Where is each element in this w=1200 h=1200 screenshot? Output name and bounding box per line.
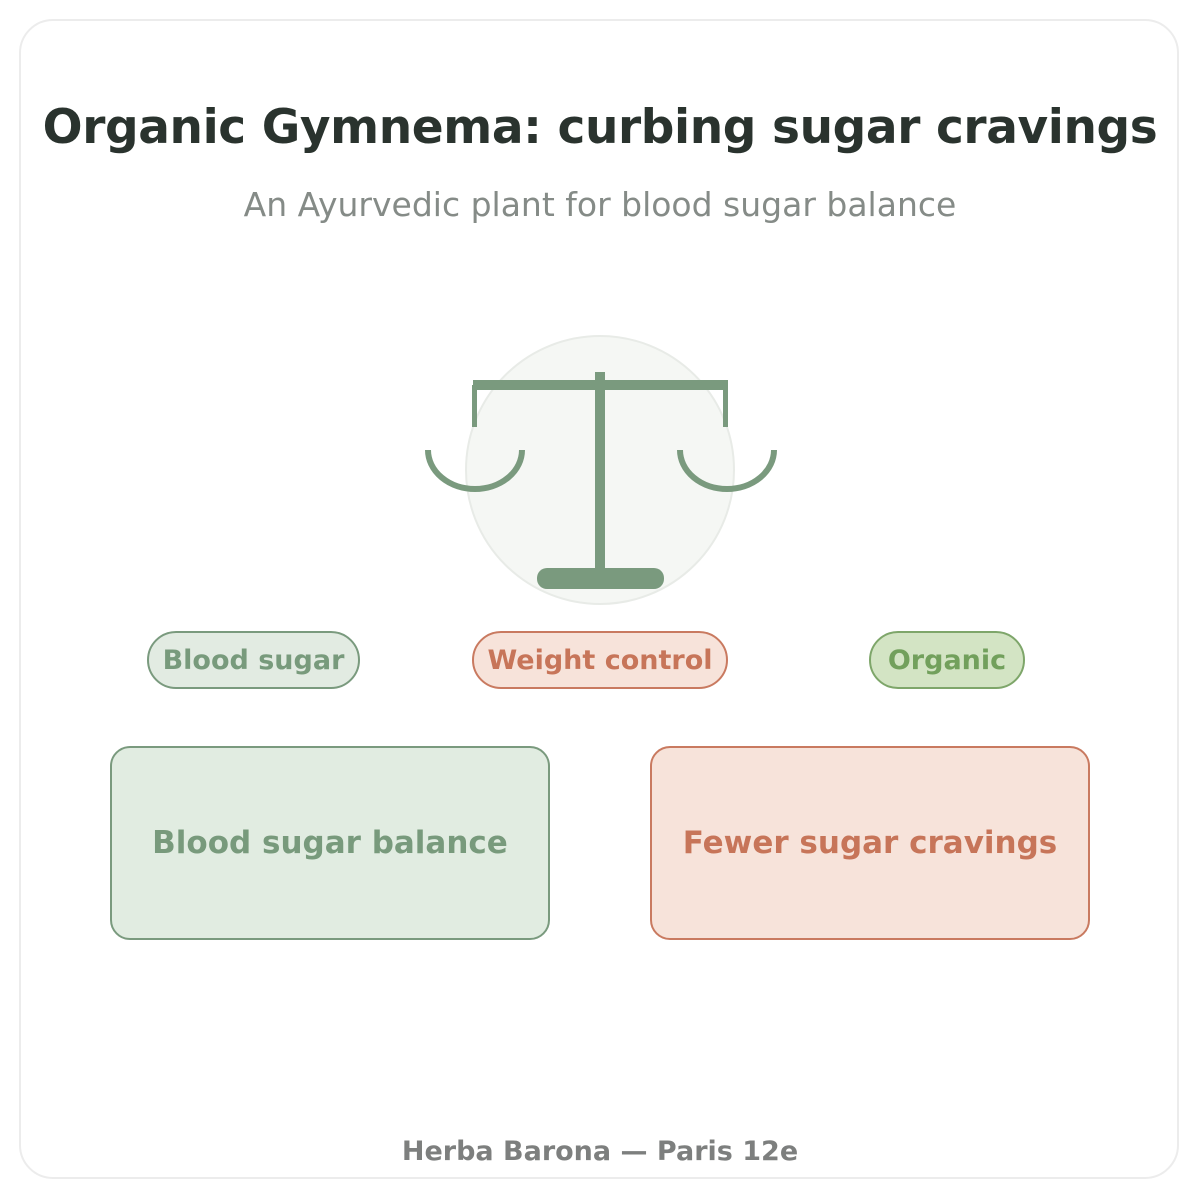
footer-brand: Herba Barona — Paris 12e bbox=[401, 1136, 799, 1167]
scale-pillar-top bbox=[595, 372, 605, 382]
benefit-blood-sugar-balance: Blood sugar balance bbox=[110, 746, 550, 940]
scale-right-pan bbox=[677, 449, 777, 492]
scale-base bbox=[537, 568, 664, 589]
page-subtitle: An Ayurvedic plant for blood sugar balan… bbox=[243, 185, 957, 224]
tag-blood-sugar: Blood sugar bbox=[147, 631, 360, 689]
benefit-fewer-sugar-cravings: Fewer sugar cravings bbox=[650, 746, 1090, 940]
scale-right-hanger bbox=[723, 385, 728, 427]
scale-pillar bbox=[595, 380, 605, 576]
page-title: Organic Gymnema: curbing sugar cravings bbox=[42, 100, 1158, 155]
scale-left-hanger bbox=[472, 385, 477, 427]
tag-organic: Organic bbox=[869, 631, 1025, 689]
scale-left-pan bbox=[425, 449, 525, 492]
tag-weight-control: Weight control bbox=[472, 631, 728, 689]
